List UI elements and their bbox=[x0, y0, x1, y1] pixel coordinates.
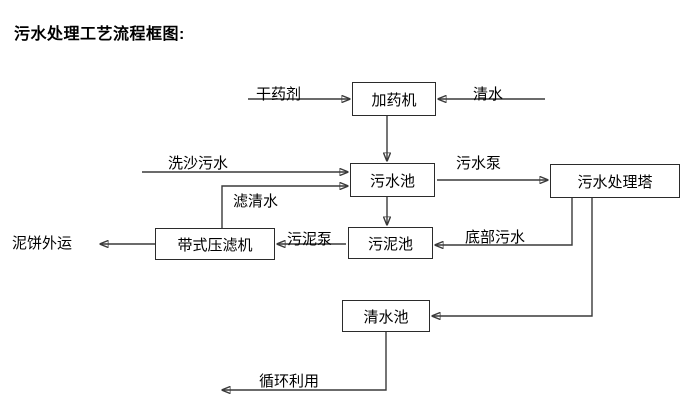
node-sewage-pool-label: 污水池 bbox=[369, 172, 415, 190]
node-sludge-pool[interactable]: 污泥池 bbox=[348, 227, 433, 259]
terminal-sand-wash-sewage: 洗沙污水 bbox=[168, 155, 229, 172]
node-sewage-treatment-tower-label: 污水处理塔 bbox=[577, 173, 653, 191]
edge-tower-to-clean-water-pool bbox=[432, 198, 593, 316]
node-belt-filter-press[interactable]: 带式压滤机 bbox=[155, 228, 275, 260]
terminal-clean-water-input: 清水 bbox=[473, 86, 504, 103]
node-dosing-machine-label: 加药机 bbox=[371, 91, 417, 109]
page-title: 污水处理工艺流程框图: bbox=[14, 26, 185, 43]
terminal-dry-agent: 干药剂 bbox=[256, 86, 302, 103]
edge-tower-bottom-to-sludge-pool bbox=[435, 198, 573, 245]
node-clean-water-pool[interactable]: 清水池 bbox=[342, 300, 430, 332]
node-sewage-treatment-tower[interactable]: 污水处理塔 bbox=[550, 164, 680, 198]
node-belt-filter-press-label: 带式压滤机 bbox=[177, 236, 253, 254]
edge-label-recycle-use: 循环利用 bbox=[259, 373, 320, 390]
node-clean-water-pool-label: 清水池 bbox=[363, 308, 409, 326]
node-sludge-pool-label: 污泥池 bbox=[367, 235, 413, 253]
edge-filtered-water-to-sewage-pool bbox=[221, 186, 348, 228]
edge-label-sewage-pump: 污水泵 bbox=[456, 155, 502, 172]
terminal-mud-cake-transport: 泥饼外运 bbox=[12, 235, 73, 252]
edge-clean-water-recycle bbox=[222, 332, 387, 390]
edge-label-bottom-sewage: 底部污水 bbox=[465, 229, 526, 246]
edge-label-sludge-pump: 污泥泵 bbox=[287, 231, 333, 248]
node-dosing-machine[interactable]: 加药机 bbox=[352, 82, 436, 116]
node-sewage-pool[interactable]: 污水池 bbox=[350, 163, 435, 197]
edge-label-filtered-clear-water: 滤清水 bbox=[233, 193, 279, 210]
